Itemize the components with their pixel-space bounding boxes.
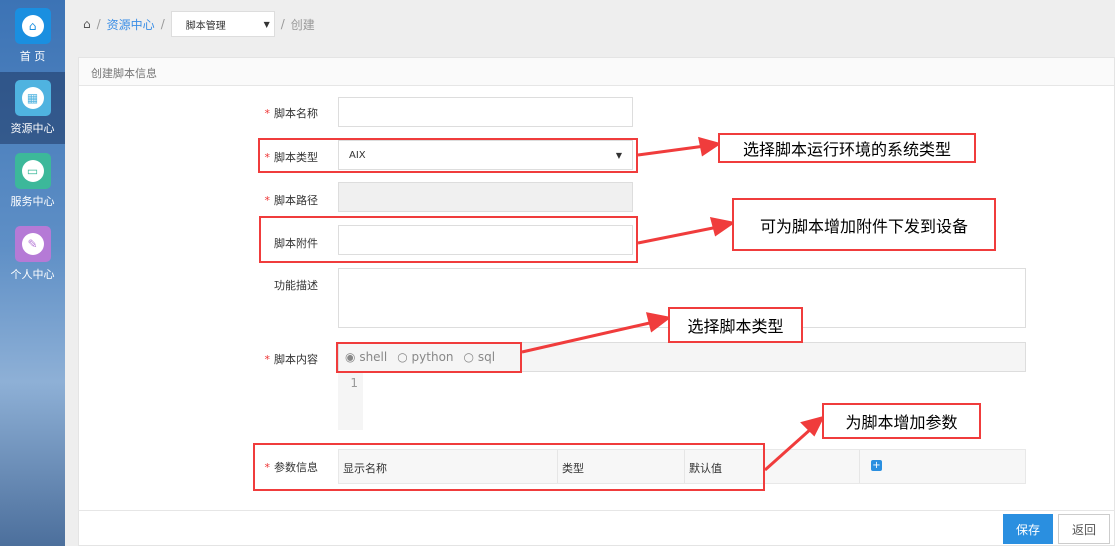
back-button[interactable]: 返回 — [1058, 514, 1110, 544]
sidebar-item-label: 个人中心 — [10, 268, 55, 281]
radio-python[interactable]: ○ python — [397, 350, 454, 364]
home-icon: ⌂ — [14, 8, 51, 44]
column-header: 显示名称 — [343, 462, 387, 475]
name-label: *脚本名称 — [264, 107, 319, 120]
desc-label: 功能描述 — [274, 279, 318, 292]
monitor-icon: ▭ — [14, 153, 51, 189]
attach-input[interactable] — [338, 225, 633, 255]
breadcrumb: ⌂ / 资源中心 / 脚本管理 ▼ / 创建 — [65, 0, 1115, 48]
params-table-header: 显示名称 类型 默认值 + — [338, 449, 1026, 484]
params-label: *参数信息 — [264, 461, 319, 474]
caret-down-icon: ▼ — [263, 19, 270, 29]
radio-shell[interactable]: ◉ shell — [345, 350, 388, 364]
name-input[interactable] — [338, 97, 633, 127]
annotation-callout: 可为脚本增加附件下发到设备 — [732, 198, 996, 251]
highlight-box — [336, 342, 522, 373]
sidebar-item-label: 服务中心 — [10, 195, 55, 208]
column-header: 类型 — [557, 450, 588, 483]
sidebar-item-home[interactable]: ⌂ 首 页 — [0, 0, 65, 72]
radio-checked-icon: ◉ — [345, 350, 356, 364]
type-value: AIX — [349, 149, 366, 161]
path-input[interactable] — [338, 182, 633, 212]
content-label: *脚本内容 — [264, 353, 319, 366]
calendar-icon: ▦ — [14, 80, 51, 116]
breadcrumb-sep: / — [160, 17, 165, 31]
sidebar-item-personal[interactable]: ✎ 个人中心 — [0, 218, 65, 290]
sidebar-item-label: 资源中心 — [10, 122, 55, 135]
radio-unchecked-icon: ○ — [397, 350, 408, 364]
add-parameter-icon[interactable]: + — [871, 460, 882, 471]
dropdown-value: 脚本管理 — [185, 20, 226, 32]
home-icon[interactable]: ⌂ — [83, 17, 91, 31]
highlight-box — [253, 443, 765, 491]
highlight-box — [258, 138, 638, 173]
radio-unchecked-icon: ○ — [463, 350, 475, 364]
annotation-callout: 选择脚本类型 — [668, 307, 803, 343]
sidebar: ⌂ 首 页 ▦ 资源中心 ▭ 服务中心 ✎ 个人中心 — [0, 0, 65, 546]
annotation-callout: 选择脚本运行环境的系统类型 — [718, 133, 976, 163]
type-select[interactable]: AIX ▼ — [338, 140, 633, 170]
content-type-toolbar: ◉ shell ○ python ○ sql — [338, 342, 1026, 372]
breadcrumb-sep: / — [280, 17, 285, 31]
sidebar-item-services[interactable]: ▭ 服务中心 — [0, 145, 65, 217]
save-button[interactable]: 保存 — [1003, 514, 1053, 544]
editor-gutter: 1 — [338, 372, 363, 430]
breadcrumb-resources[interactable]: 资源中心 — [106, 17, 155, 32]
breadcrumb-sep: / — [96, 17, 101, 31]
breadcrumb-current: 创建 — [290, 17, 315, 32]
footer-divider — [78, 510, 1115, 511]
highlight-box — [259, 216, 638, 263]
attach-label: 脚本附件 — [274, 237, 318, 250]
radio-sql[interactable]: ○ sql — [463, 350, 496, 364]
caret-down-icon: ▼ — [615, 150, 622, 160]
script-management-dropdown[interactable]: 脚本管理 ▼ — [170, 11, 275, 37]
column-header: 默认值 — [684, 450, 726, 483]
sidebar-item-label: 首 页 — [19, 50, 46, 63]
panel-title: 创建脚本信息 — [79, 58, 1114, 86]
user-edit-icon: ✎ — [14, 226, 51, 262]
path-label: *脚本路径 — [264, 194, 319, 207]
sidebar-item-resources[interactable]: ▦ 资源中心 — [0, 72, 65, 144]
annotation-callout: 为脚本增加参数 — [822, 403, 981, 439]
type-label: *脚本类型 — [264, 151, 319, 164]
